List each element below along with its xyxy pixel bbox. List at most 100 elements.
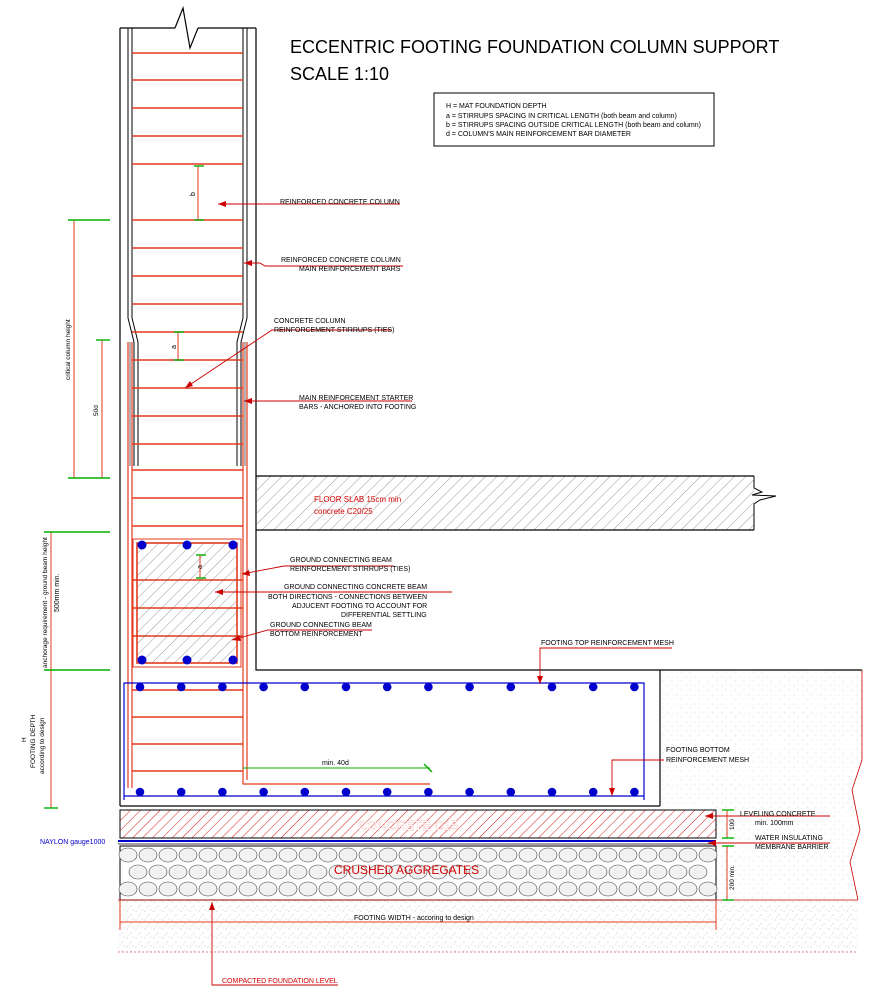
- aggregate-stone: [438, 847, 458, 863]
- starter-bars: [127, 342, 430, 788]
- aggregate-stone: [698, 881, 718, 897]
- dim-anchorage-1: anchorage requirement - ground beam heig…: [42, 537, 49, 668]
- aggregate-stone: [478, 847, 498, 863]
- aggregate-stone: [168, 864, 188, 880]
- bottom-mesh-bar: [176, 787, 186, 797]
- aggregate-stone: [428, 864, 448, 880]
- label-footing-width: FOOTING WIDTH - accoring to design: [354, 915, 474, 922]
- aggregate-stone: [618, 847, 638, 863]
- dim-anchorage-2: 500mm min.: [54, 573, 61, 612]
- legend-box: [433, 92, 715, 147]
- aggregate-stone: [598, 847, 618, 863]
- aggregate-stone: [238, 881, 258, 897]
- aggregate-stone: [698, 847, 718, 863]
- bottom-mesh-bar: [465, 787, 474, 797]
- aggregate-stone: [238, 847, 258, 863]
- aggregate-stone: [678, 881, 698, 897]
- top-mesh-bar: [341, 682, 351, 692]
- aggregate-stone: [298, 881, 318, 897]
- top-mesh-bar: [300, 682, 310, 692]
- aggregate-stone: [538, 881, 558, 897]
- aggregate-stone: [338, 881, 358, 897]
- aggregate-stone: [268, 864, 288, 880]
- aggregate-stone: [468, 864, 488, 880]
- aggregate-stone: [318, 847, 338, 863]
- label-nylon: NAYLON gauge1000: [40, 839, 105, 846]
- aggregate-stone: [138, 881, 158, 897]
- label-min40d: min. 40d: [322, 760, 349, 767]
- aggregate-stone: [608, 864, 628, 880]
- aggregate-stone: [458, 881, 478, 897]
- top-mesh-bar: [135, 682, 145, 692]
- top-mesh-bar: [176, 682, 186, 692]
- top-mesh-bar: [465, 682, 474, 692]
- bottom-mesh-bar: [547, 787, 557, 797]
- dim-critical-height: critical column height: [65, 319, 72, 380]
- top-mesh-bar: [547, 682, 557, 692]
- top-mesh-bar: [630, 682, 639, 692]
- aggregate-stone: [598, 881, 618, 897]
- dim-a1: a: [171, 345, 178, 349]
- dim-footing-design: according to design: [39, 717, 46, 774]
- label-column: REINFORCED CONCRETE COLUMN: [280, 199, 400, 206]
- label-beam-1: GROUND CONNECTING CONCRETE BEAM: [284, 584, 427, 591]
- aggregate-stone: [228, 864, 248, 880]
- label-crushed: CRUSHED AGGREGATES: [334, 863, 479, 877]
- label-beam-bottom-1: GROUND CONNECTING BEAM: [270, 622, 372, 629]
- aggregate-stone: [648, 864, 668, 880]
- membrane: [118, 840, 716, 845]
- aggregate-stone: [558, 847, 578, 863]
- aggregate-stone: [618, 881, 638, 897]
- label-beam-bottom-2: BOTTOM REINFORCEMENT: [270, 631, 364, 638]
- aggregate-stone: [198, 881, 218, 897]
- label-main-bars-2: MAIN REINFORCEMENT BARS: [299, 266, 401, 273]
- legend-b: b = STIRRUPS SPACING OUTSIDE CRITICAL LE…: [446, 122, 701, 129]
- leader-lines: [184, 203, 830, 986]
- leveling-concrete: [119, 809, 717, 839]
- aggregate-stone: [538, 847, 558, 863]
- label-floor-slab-1: FLOOR SLAB 15cm min: [314, 495, 401, 504]
- aggregate-stone: [158, 881, 178, 897]
- top-mesh-bar: [382, 682, 392, 692]
- aggregate-stone: [658, 847, 678, 863]
- top-mesh-bar: [218, 682, 227, 692]
- aggregate-stone: [188, 864, 208, 880]
- bottom-mesh-bar: [259, 787, 268, 797]
- aggregate-stone: [568, 864, 588, 880]
- crushed-aggregates: [118, 845, 718, 901]
- label-beam-3: ADJUCENT FOOTING TO ACCOUNT FOR: [292, 603, 427, 610]
- label-main-bars-1: REINFORCED CONCRETE COLUMN: [281, 257, 401, 264]
- aggregate-stone: [368, 864, 388, 880]
- aggregate-stone: [338, 847, 358, 863]
- title-line1: ECCENTRIC FOOTING FOUNDATION COLUMN SUPP…: [290, 37, 779, 57]
- aggregate-stone: [308, 864, 328, 880]
- aggregate-stone: [178, 847, 198, 863]
- aggregate-stone: [278, 847, 298, 863]
- bottom-mesh-bar: [588, 787, 598, 797]
- aggregate-stone: [348, 864, 368, 880]
- legend-d: d = COLUMN'S MAIN REINFORCEMENT BAR DIAM…: [446, 131, 631, 138]
- aggregate-stone: [518, 847, 538, 863]
- bottom-mesh-bar: [218, 787, 227, 797]
- aggregate-stone: [388, 864, 408, 880]
- label-starter-1: MAIN REINFORCEMENT STARTER: [299, 395, 413, 402]
- aggregate-stone: [638, 847, 658, 863]
- aggregate-stone: [498, 881, 518, 897]
- bottom-mesh-bar: [341, 787, 351, 797]
- bottom-mesh-bar: [135, 787, 145, 797]
- aggregate-stone: [678, 847, 698, 863]
- column-main-bars: [127, 28, 248, 466]
- footing-mesh: [123, 682, 645, 800]
- dim-100: 100: [729, 819, 736, 830]
- label-compacted: COMPACTED FOUNDATION LEVEL: [222, 978, 338, 985]
- bottom-mesh-bar: [630, 787, 639, 797]
- aggregate-stone: [438, 881, 458, 897]
- aggregate-stone: [488, 864, 508, 880]
- label-beam-stirrups-2: REINFORCEMENT STIRRUPS (TIES): [290, 566, 410, 573]
- label-starter-2: BARS - ANCHORED INTO FOOTING: [299, 404, 416, 411]
- label-stirrups-1: CONCRETE COLUMN: [274, 318, 346, 325]
- aggregate-stone: [148, 864, 168, 880]
- top-mesh-bars: [135, 682, 639, 692]
- aggregate-stone: [138, 847, 158, 863]
- aggregate-stone: [258, 847, 278, 863]
